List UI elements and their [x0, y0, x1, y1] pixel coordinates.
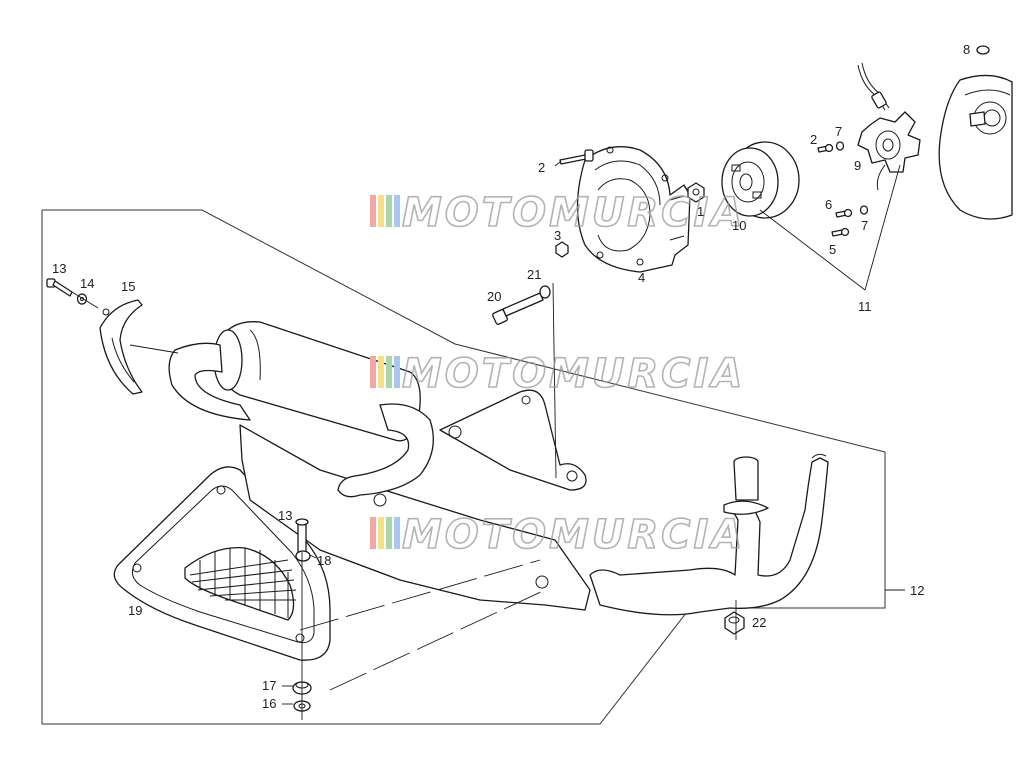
watermark-text: MOTOMURCIA — [402, 351, 745, 397]
watermark-stripe — [378, 517, 384, 549]
callout-2a: 2 — [538, 160, 545, 175]
callout-21: 21 — [527, 267, 541, 282]
washer-part-7a — [835, 141, 845, 151]
watermark-bottom: MOTOMURCIA — [370, 511, 745, 559]
nut-part-22 — [724, 611, 745, 635]
callout-4: 4 — [638, 270, 645, 285]
group-frame-outline — [41, 209, 886, 725]
crankcase-disc — [938, 74, 1013, 220]
nut-part-1 — [687, 182, 705, 203]
watermark-top: MOTOMURCIA — [370, 189, 745, 237]
leader-lines — [71, 161, 905, 720]
watermark-stripe — [370, 356, 376, 388]
washer-part-7b — [859, 205, 869, 215]
watermark-stripe — [386, 517, 392, 549]
hanger-bracket-part-15 — [99, 299, 143, 395]
callout-14: 14 — [80, 276, 94, 291]
callout-7a: 7 — [835, 124, 842, 139]
heat-shield-mesh — [189, 548, 297, 618]
callout-13a: 13 — [52, 261, 66, 276]
screw-part-5 — [831, 227, 850, 237]
callout-19: 19 — [128, 603, 142, 618]
callout-20: 20 — [487, 289, 501, 304]
muffler-bracket-plate — [239, 389, 591, 611]
callout-labels: 1 2 2 3 4 5 6 7 7 8 9 10 11 12 13 13 14 … — [52, 42, 970, 711]
washer-part-14 — [76, 293, 88, 305]
muffler-inlet-pipe — [168, 342, 251, 421]
callout-8: 8 — [963, 42, 970, 57]
screw-part-2a — [559, 149, 594, 165]
watermark-stripe — [386, 356, 392, 388]
watermark-stripe — [386, 195, 392, 227]
callout-10: 10 — [732, 218, 746, 233]
watermark-text: MOTOMURCIA — [402, 190, 745, 236]
callout-13b: 13 — [278, 508, 292, 523]
nut-part-3 — [555, 241, 569, 258]
callout-11: 11 — [858, 299, 872, 314]
callout-15: 15 — [121, 279, 135, 294]
watermark-stripe — [370, 195, 376, 227]
callout-3: 3 — [554, 228, 561, 243]
callout-18: 18 — [317, 553, 331, 568]
watermark-middle: MOTOMURCIA — [370, 350, 745, 398]
watermark-stripe — [378, 195, 384, 227]
screw-part-6 — [835, 208, 853, 218]
callout-12: 12 — [910, 583, 924, 598]
watermark-stripe — [394, 356, 400, 388]
watermark-text: MOTOMURCIA — [402, 512, 745, 558]
muffler-tailpipe — [337, 403, 434, 498]
washer-part-21 — [539, 285, 551, 299]
nut-part-18 — [295, 550, 311, 562]
callout-16: 16 — [262, 696, 276, 711]
callout-17: 17 — [262, 678, 276, 693]
bolt-part-20 — [492, 292, 544, 325]
flywheel-rotor — [721, 141, 800, 219]
bolt-part-13b — [295, 518, 309, 553]
callout-5: 5 — [829, 242, 836, 257]
stator — [857, 62, 921, 191]
watermark-stripe — [378, 356, 384, 388]
nut-part-8 — [976, 45, 990, 55]
watermark-stripe — [394, 517, 400, 549]
fan-cover-housing — [576, 146, 691, 273]
callout-1: 1 — [697, 204, 704, 219]
exhaust-header-pipe — [589, 453, 829, 616]
callout-7b: 7 — [861, 218, 868, 233]
callout-6: 6 — [825, 197, 832, 212]
watermark-stripe — [394, 195, 400, 227]
callout-22: 22 — [752, 615, 766, 630]
watermark-stripe — [370, 517, 376, 549]
callout-9: 9 — [854, 158, 861, 173]
bolt-part-13a — [46, 278, 73, 297]
callout-2b: 2 — [810, 132, 817, 147]
screw-part-2b — [817, 143, 834, 153]
